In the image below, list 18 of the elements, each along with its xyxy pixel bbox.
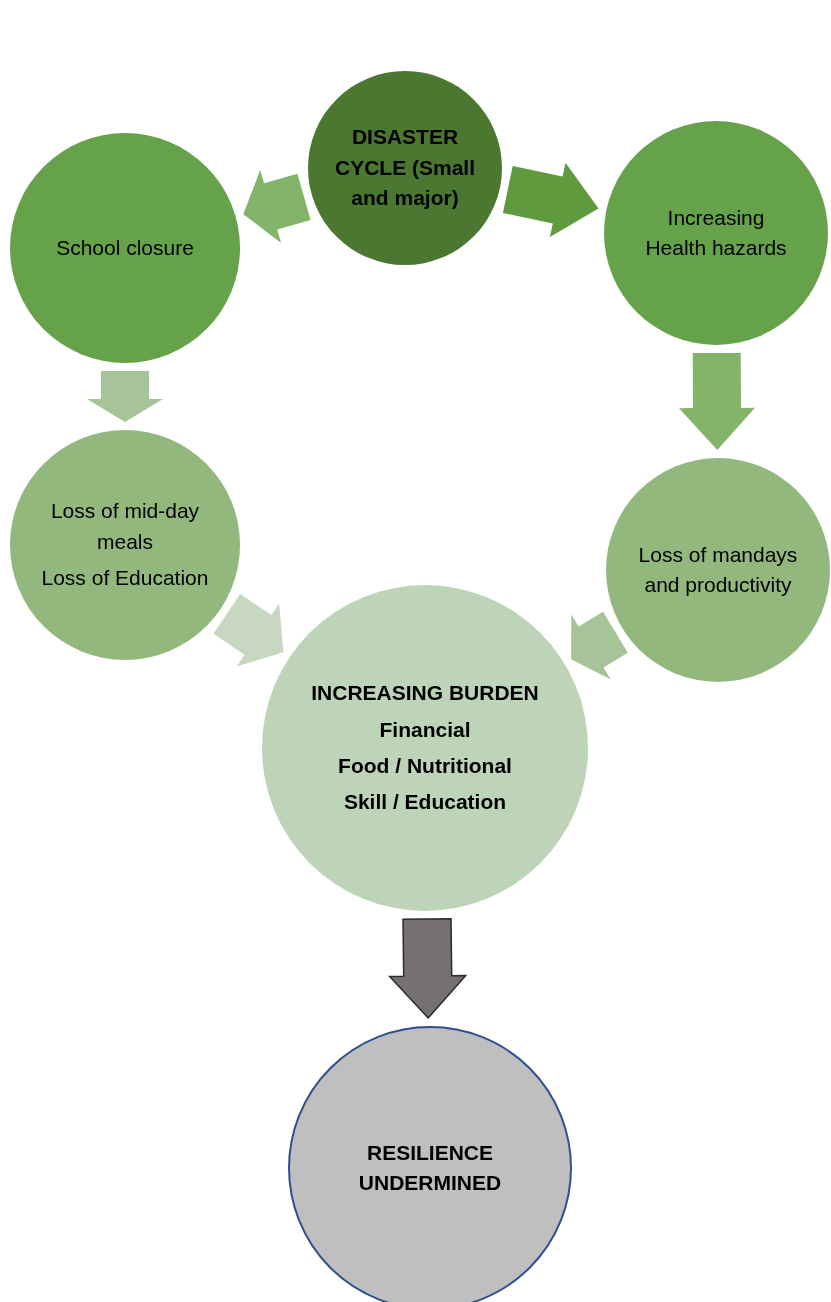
block-arrow: [243, 169, 311, 243]
block-arrow: [571, 611, 628, 680]
node-label: Financial: [379, 716, 471, 743]
block-arrow: [213, 594, 284, 667]
node-label: Increasing Health hazards: [644, 204, 788, 261]
block-arrow: [679, 352, 755, 450]
block-arrow: [87, 371, 163, 422]
block-arrow: [388, 917, 468, 1020]
node-label: Skill / Education: [343, 789, 507, 816]
node-label: Loss of Education: [41, 565, 209, 592]
node-label: Loss of mid-day meals: [49, 498, 201, 555]
node-label: RESILIENCE UNDERMINED: [357, 1139, 503, 1196]
node-label: Food / Nutritional: [338, 753, 512, 779]
block-arrow: [502, 162, 599, 238]
node-label: DISASTER CYCLE (Small and major): [334, 124, 476, 212]
node-label: INCREASING BURDEN: [311, 680, 539, 707]
node-label: Loss of mandays and productivity: [638, 541, 798, 598]
node-label: School closure: [56, 234, 194, 261]
